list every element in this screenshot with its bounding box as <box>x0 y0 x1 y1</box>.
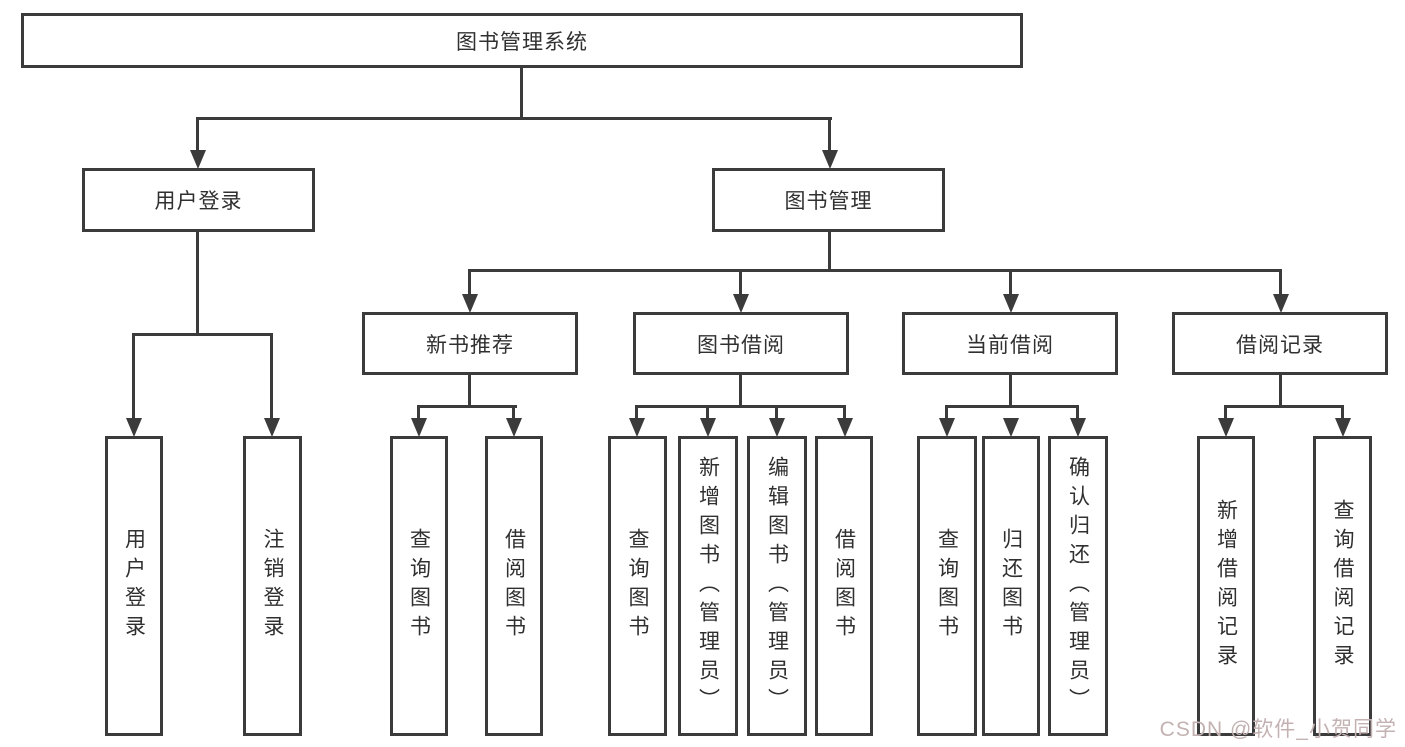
node-new-book-recommend: 新书推荐 <box>362 312 578 375</box>
node-book-borrow: 图书借阅 <box>633 312 849 375</box>
connector-line <box>417 405 517 408</box>
connector-line <box>828 232 831 272</box>
connector-line <box>196 117 832 120</box>
node-label: 图书管理 <box>784 190 873 213</box>
leaf-confirm-return-admin: 确认归还（管理员） <box>1048 436 1108 736</box>
leaf-query-borrow-record: 查询借阅记录 <box>1313 436 1372 736</box>
node-current-borrow: 当前借阅 <box>902 312 1118 375</box>
leaf-label: 编辑图书（管理员） <box>765 455 789 717</box>
connector-line <box>1076 405 1079 419</box>
leaf-query-book: 查询图书 <box>608 436 667 736</box>
leaf-label: 归还图书 <box>999 528 1023 644</box>
csdn-watermark: CSDN @软件_小贺同学 <box>1159 718 1397 741</box>
connector-line <box>132 333 135 419</box>
leaf-label: 确认归还（管理员） <box>1066 455 1090 717</box>
leaf-query-current-borrow: 查询图书 <box>917 436 977 736</box>
connector-line <box>775 405 778 419</box>
node-label: 新书推荐 <box>426 333 514 357</box>
connector-line <box>945 405 948 419</box>
arrowhead-down-icon <box>1070 418 1086 437</box>
leaf-label: 新增图书（管理员） <box>696 455 720 717</box>
connector-line <box>1279 269 1282 295</box>
connector-line <box>1009 269 1012 295</box>
arrowhead-down-icon <box>462 294 478 313</box>
arrowhead-down-icon <box>822 150 838 169</box>
connector-line <box>417 405 420 419</box>
node-label: 图书管理系统 <box>456 30 588 54</box>
arrowhead-down-icon <box>629 418 645 437</box>
arrowhead-down-icon <box>1218 418 1234 437</box>
leaf-label: 借阅图书 <box>502 528 526 644</box>
connector-line <box>196 232 199 336</box>
connector-line <box>132 333 273 336</box>
node-user-login: 用户登录 <box>82 168 315 232</box>
leaf-label: 查询借阅记录 <box>1331 499 1354 673</box>
leaf-label: 查询图书 <box>407 528 431 644</box>
arrowhead-down-icon <box>733 294 749 313</box>
arrowhead-down-icon <box>1335 418 1351 437</box>
connector-line <box>1341 405 1344 419</box>
node-label: 当前借阅 <box>966 333 1054 357</box>
connector-line <box>706 405 709 419</box>
connector-line <box>1279 375 1282 408</box>
node-library-system: 图书管理系统 <box>21 13 1023 68</box>
connector-line <box>1224 405 1344 408</box>
leaf-add-book-admin: 新增图书（管理员） <box>678 436 738 736</box>
connector-line <box>1224 405 1227 419</box>
connector-line <box>635 405 638 419</box>
leaf-label: 用户登录 <box>122 528 146 644</box>
leaf-add-borrow-record: 新增借阅记录 <box>1197 436 1255 736</box>
connector-line <box>828 117 831 152</box>
connector-line <box>739 269 742 295</box>
leaf-label: 注销登录 <box>261 528 284 644</box>
arrowhead-down-icon <box>506 418 522 437</box>
leaf-label: 查询图书 <box>935 528 959 644</box>
connector-line <box>512 405 515 419</box>
node-borrow-record: 借阅记录 <box>1172 312 1388 375</box>
arrowhead-down-icon <box>837 418 853 437</box>
connector-line <box>945 405 1079 408</box>
connector-line <box>468 269 1282 272</box>
arrowhead-down-icon <box>126 418 142 437</box>
leaf-logout: 注销登录 <box>243 436 302 736</box>
node-book-management: 图书管理 <box>712 168 945 232</box>
arrowhead-down-icon <box>1273 294 1289 313</box>
leaf-user-login: 用户登录 <box>105 436 163 736</box>
connector-line <box>843 405 846 419</box>
leaf-return-book: 归还图书 <box>982 436 1040 736</box>
arrowhead-down-icon <box>1003 418 1019 437</box>
leaf-query-book-recommend: 查询图书 <box>390 436 448 736</box>
arrowhead-down-icon <box>190 150 206 169</box>
node-label: 图书借阅 <box>697 333 785 357</box>
connector-line <box>1009 375 1012 408</box>
leaf-borrow-book: 借阅图书 <box>815 436 873 736</box>
leaf-label: 借阅图书 <box>832 528 856 644</box>
leaf-borrow-book-recommend: 借阅图书 <box>485 436 543 736</box>
leaf-label: 新增借阅记录 <box>1214 499 1238 673</box>
connector-line <box>468 375 471 408</box>
arrowhead-down-icon <box>1003 294 1019 313</box>
arrowhead-down-icon <box>411 418 427 437</box>
node-label: 用户登录 <box>154 190 243 213</box>
connector-line <box>739 375 742 408</box>
leaf-label: 查询图书 <box>626 528 649 644</box>
arrowhead-down-icon <box>264 418 280 437</box>
node-label: 借阅记录 <box>1236 333 1324 357</box>
arrowhead-down-icon <box>700 418 716 437</box>
arrowhead-down-icon <box>769 418 785 437</box>
connector-line <box>196 117 199 152</box>
arrowhead-down-icon <box>939 418 955 437</box>
connector-line <box>520 68 523 120</box>
connector-line <box>468 269 471 295</box>
connector-line <box>270 333 273 419</box>
connector-line <box>635 405 846 408</box>
leaf-edit-book-admin: 编辑图书（管理员） <box>747 436 807 736</box>
